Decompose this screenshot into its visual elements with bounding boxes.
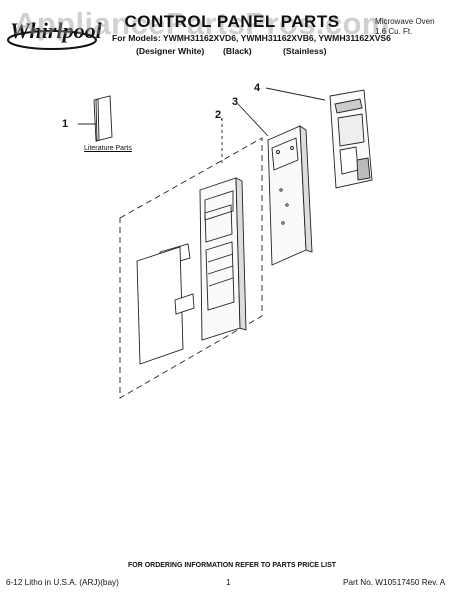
callout-3: 3 [232,96,239,108]
control-bracket [237,103,313,266]
callout-4: 4 [254,82,261,94]
circuit-board-assembly [265,87,373,189]
callout-1: 1 [62,118,69,130]
part-number: Part No. W10517450 Rev. A [343,578,446,587]
control-panel-front [199,177,247,341]
product-capacity: 1.6 Cu. Ft. [375,27,413,36]
litho-info: 6-12 Litho in U.S.A. (ARJ)(bay) [6,578,119,587]
literature-parts-booklet [78,95,113,142]
variant-label-designer-white: (Designer White) [136,46,205,56]
product-type: Microwave Oven [375,17,435,26]
models-line: For Models: YWMH31162XVD6, YWMH31162XVB6… [112,33,391,43]
membrane-switch [136,246,195,365]
ordering-note: FOR ORDERING INFORMATION REFER TO PARTS … [127,562,337,569]
variant-label-black: (Black) [223,46,252,56]
literature-parts-label: Literature Parts [84,145,132,152]
whirlpool-logo: Whirlpool [7,18,103,50]
variant-label-stainless: (Stainless) [283,46,327,56]
svg-text:Whirlpool: Whirlpool [10,18,103,43]
product-description: Microwave Oven 1.6 Cu. Ft. [375,17,457,37]
callout-2: 2 [215,109,222,121]
page-number: 1 [226,578,231,587]
control-panel-outline [119,137,263,399]
page-title: CONTROL PANEL PARTS [124,12,340,31]
